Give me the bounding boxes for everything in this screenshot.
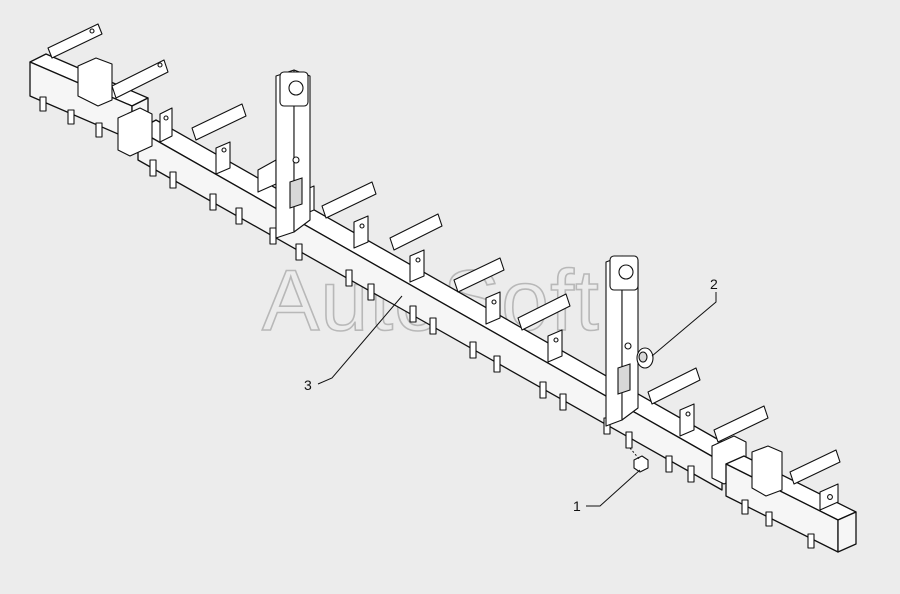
left-beam-section <box>29 23 169 141</box>
leader-line-3 <box>317 295 403 385</box>
callout-label-2: 2 <box>710 276 718 292</box>
leader-line-2 <box>651 292 717 357</box>
main-beam <box>117 107 747 491</box>
bushing-part-2 <box>636 347 654 369</box>
callout-label-3: 3 <box>304 377 312 393</box>
hitch-bracket-left <box>275 69 311 239</box>
leader-line-1 <box>586 469 641 507</box>
callout-label-1: 1 <box>573 498 581 514</box>
right-beam-section <box>725 445 857 553</box>
hitch-bracket-right <box>605 255 639 427</box>
nut-part-1 <box>629 447 649 473</box>
